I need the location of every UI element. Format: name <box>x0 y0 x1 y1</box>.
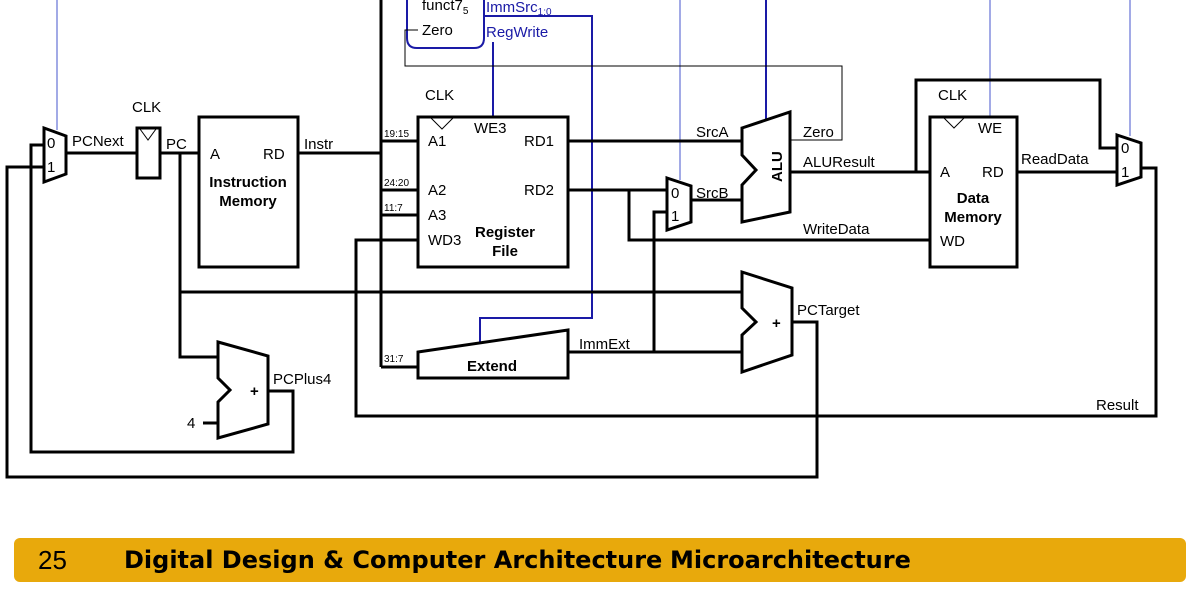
pctarget-label: PCTarget <box>797 302 860 319</box>
field-24-20: 24:20 <box>384 178 409 189</box>
slide-footer: 25 Digital Design & Computer Architectur… <box>14 538 1186 582</box>
svg-text:ALU: ALU <box>769 151 786 182</box>
svg-text:A2: A2 <box>428 182 446 199</box>
pcplus4-label: PCPlus4 <box>273 371 331 388</box>
svg-text:WE: WE <box>978 120 1002 137</box>
svg-text:A: A <box>210 146 220 163</box>
datapath-wires <box>5 0 1158 479</box>
svg-text:RD: RD <box>982 164 1004 181</box>
svg-text:1: 1 <box>47 159 55 176</box>
svg-text:File: File <box>492 243 518 260</box>
pc-mux: 0 1 <box>42 125 68 185</box>
svg-text:WD: WD <box>940 233 965 250</box>
data-memory: CLK WE A RD WD Data Memory <box>928 87 1019 269</box>
pcnext-label: PCNext <box>72 133 125 150</box>
result-mux: 0 1 <box>1115 132 1143 188</box>
writedata-label: WriteData <box>803 221 870 238</box>
immsrc-label: ImmSrc1:0 <box>486 0 552 18</box>
svg-text:A3: A3 <box>428 207 446 224</box>
svg-text:CLK: CLK <box>938 87 967 104</box>
result-label: Result <box>1096 397 1139 414</box>
immext-label: ImmExt <box>579 336 631 353</box>
aluresult-label: ALUResult <box>803 154 876 171</box>
readdata-label: ReadData <box>1021 151 1089 168</box>
alu-zero-label: Zero <box>803 124 834 141</box>
field-19-15: 19:15 <box>384 129 409 140</box>
svg-text:Instruction: Instruction <box>209 174 287 191</box>
pc-label: PC <box>166 136 187 153</box>
svg-text:WE3: WE3 <box>474 120 507 137</box>
svg-text:CLK: CLK <box>132 99 161 116</box>
svg-text:CLK: CLK <box>425 87 454 104</box>
course-title: Digital Design & Computer Architecture <box>124 546 663 574</box>
pc-plus4-adder: + <box>216 340 270 440</box>
svg-text:+: + <box>250 383 259 400</box>
instruction-memory: A RD Instruction Memory <box>197 115 300 269</box>
slide-number: 25 <box>38 545 67 575</box>
register-file: CLK WE3 A1 A2 A3 WD3 RD1 RD2 Register Fi… <box>416 87 570 269</box>
svg-text:1: 1 <box>1121 164 1129 181</box>
field-11-7: 11:7 <box>384 203 403 214</box>
svg-text:A: A <box>940 164 950 181</box>
funct7-label: funct75 <box>422 0 469 17</box>
alu: ALU <box>740 109 792 224</box>
svg-text:0: 0 <box>671 185 679 202</box>
svg-text:0: 0 <box>47 135 55 152</box>
srcb-mux: 0 1 <box>665 175 693 233</box>
svg-text:A1: A1 <box>428 133 446 150</box>
srca-label: SrcA <box>696 124 729 141</box>
regwrite-label: RegWrite <box>486 24 548 41</box>
svg-text:+: + <box>772 315 781 332</box>
pc-register: CLK <box>132 99 162 180</box>
instr-label: Instr <box>304 136 333 153</box>
extend-unit: Extend <box>416 328 570 380</box>
control-zero-label: Zero <box>422 22 453 39</box>
svg-text:WD3: WD3 <box>428 232 461 249</box>
svg-text:0: 0 <box>1121 140 1129 157</box>
svg-text:Data: Data <box>957 190 990 207</box>
control-unit: funct75 Zero ImmSrc1:0 RegWrite <box>406 0 552 49</box>
field-31-7: 31:7 <box>384 354 404 365</box>
svg-text:Memory: Memory <box>219 193 277 210</box>
svg-text:RD: RD <box>263 146 285 163</box>
svg-text:RD1: RD1 <box>524 133 554 150</box>
srcb-label: SrcB <box>696 185 729 202</box>
const-four-label: 4 <box>187 415 195 432</box>
svg-text:Memory: Memory <box>944 209 1002 226</box>
pc-target-adder: + <box>740 269 794 375</box>
section-title: Microarchitecture <box>670 546 911 574</box>
svg-text:1: 1 <box>671 208 679 225</box>
svg-text:Register: Register <box>475 224 535 241</box>
svg-text:RD2: RD2 <box>524 182 554 199</box>
svg-text:Extend: Extend <box>467 358 517 375</box>
